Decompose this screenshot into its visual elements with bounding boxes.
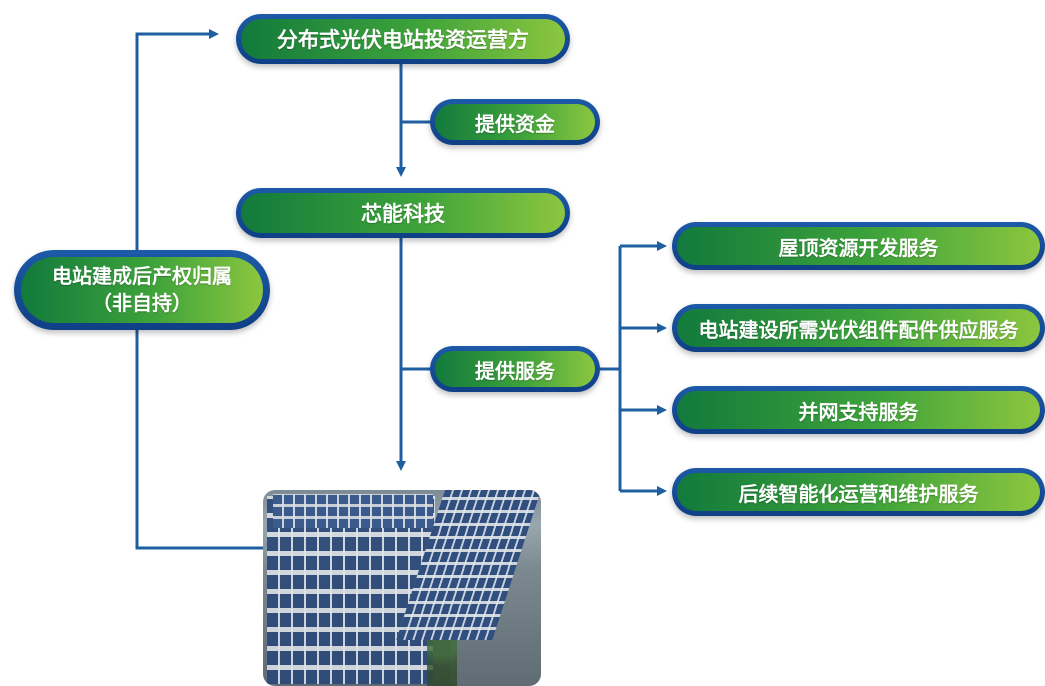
- service-item: 并网支持服务: [672, 386, 1045, 434]
- service-item: 屋顶资源开发服务: [672, 222, 1045, 270]
- service-item: 电站建设所需光伏组件配件供应服务: [672, 304, 1045, 352]
- xinneng-tech-label: 芯能科技: [241, 193, 565, 233]
- service-item-label: 屋顶资源开发服务: [677, 227, 1040, 265]
- ownership-box: 电站建成后产权归属 （非自持）: [14, 250, 270, 330]
- ownership-label: 电站建成后产权归属 （非自持）: [21, 257, 263, 323]
- service-item-label: 电站建设所需光伏组件配件供应服务: [677, 309, 1040, 347]
- service-item-label: 并网支持服务: [677, 391, 1040, 429]
- provide-funds-box: 提供资金: [430, 99, 600, 145]
- line-photo-to-ownership: [135, 330, 263, 550]
- provide-services-label: 提供服务: [435, 351, 595, 387]
- ownership-label-line2: （非自持）: [92, 291, 192, 315]
- solar-panel-array-top: [273, 494, 433, 528]
- arrow-ownership-to-investor: [135, 29, 219, 250]
- ownership-label-line1: 电站建成后产权归属: [52, 264, 232, 288]
- xinneng-tech-box: 芯能科技: [236, 188, 570, 238]
- provide-funds-label: 提供资金: [435, 104, 595, 140]
- investor-operator-box: 分布式光伏电站投资运营方: [236, 14, 570, 64]
- provide-services-box: 提供服务: [430, 346, 600, 392]
- service-item-label: 后续智能化运营和维护服务: [677, 473, 1040, 511]
- investor-operator-label: 分布式光伏电站投资运营方: [241, 19, 565, 59]
- solar-rooftop-photo: [263, 490, 541, 686]
- service-item: 后续智能化运营和维护服务: [672, 468, 1045, 516]
